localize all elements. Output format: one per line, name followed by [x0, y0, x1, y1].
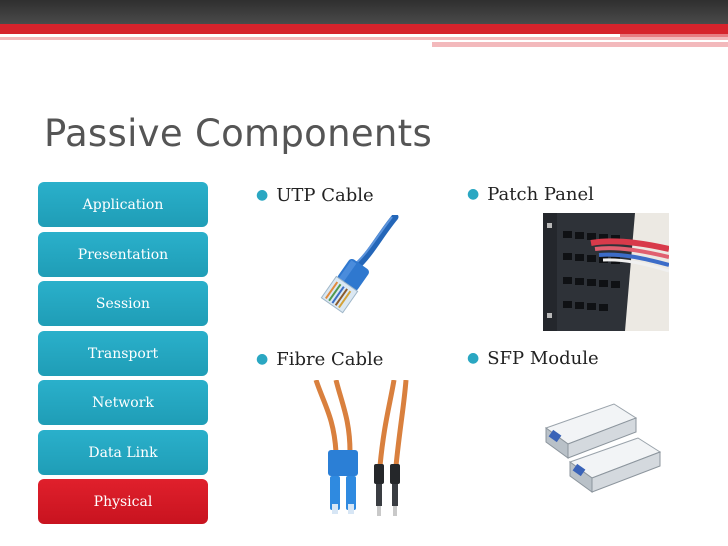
component-label: SFP Module [487, 348, 599, 369]
header-accent-stripe [432, 42, 728, 47]
bullet-icon: ● [467, 350, 480, 366]
osi-layer-presentation[interactable]: Presentation [38, 232, 208, 277]
osi-layer-application[interactable]: Application [38, 182, 208, 227]
osi-layer-session[interactable]: Session [38, 281, 208, 326]
bullet-icon: ● [467, 186, 480, 202]
sfp-module-icon [544, 403, 662, 493]
osi-layer-data-link[interactable]: Data Link [38, 430, 208, 475]
bullet-icon: ● [256, 187, 269, 203]
osi-layer-label: Application [82, 196, 164, 213]
header-accent-stripe [0, 37, 728, 40]
osi-layer-label: Session [95, 295, 151, 312]
component-sfp-module: ● SFP Module [467, 348, 599, 369]
fibre-cable-icon [313, 380, 409, 516]
osi-layer-transport[interactable]: Transport [38, 331, 208, 376]
patch-panel-icon [543, 213, 669, 331]
osi-layer-physical[interactable]: Physical [38, 479, 208, 524]
osi-layer-label: Network [92, 394, 154, 411]
page-title: Passive Components [44, 112, 433, 155]
component-label: UTP Cable [276, 185, 374, 206]
component-patch-panel: ● Patch Panel [467, 184, 594, 205]
component-utp-cable: ● UTP Cable [256, 185, 374, 206]
component-label: Fibre Cable [276, 349, 384, 370]
osi-layer-label: Transport [87, 345, 159, 362]
header-accent-band [0, 24, 728, 34]
utp-cable-icon [320, 215, 399, 314]
osi-layer-label: Physical [93, 493, 153, 510]
bullet-icon: ● [256, 351, 269, 367]
osi-layer-label: Data Link [88, 444, 158, 461]
osi-layer-network[interactable]: Network [38, 380, 208, 425]
component-label: Patch Panel [487, 184, 594, 205]
header-bar [0, 0, 728, 24]
component-fibre-cable: ● Fibre Cable [256, 349, 383, 370]
osi-layer-label: Presentation [77, 246, 169, 263]
header-accent-stripe [620, 34, 728, 37]
